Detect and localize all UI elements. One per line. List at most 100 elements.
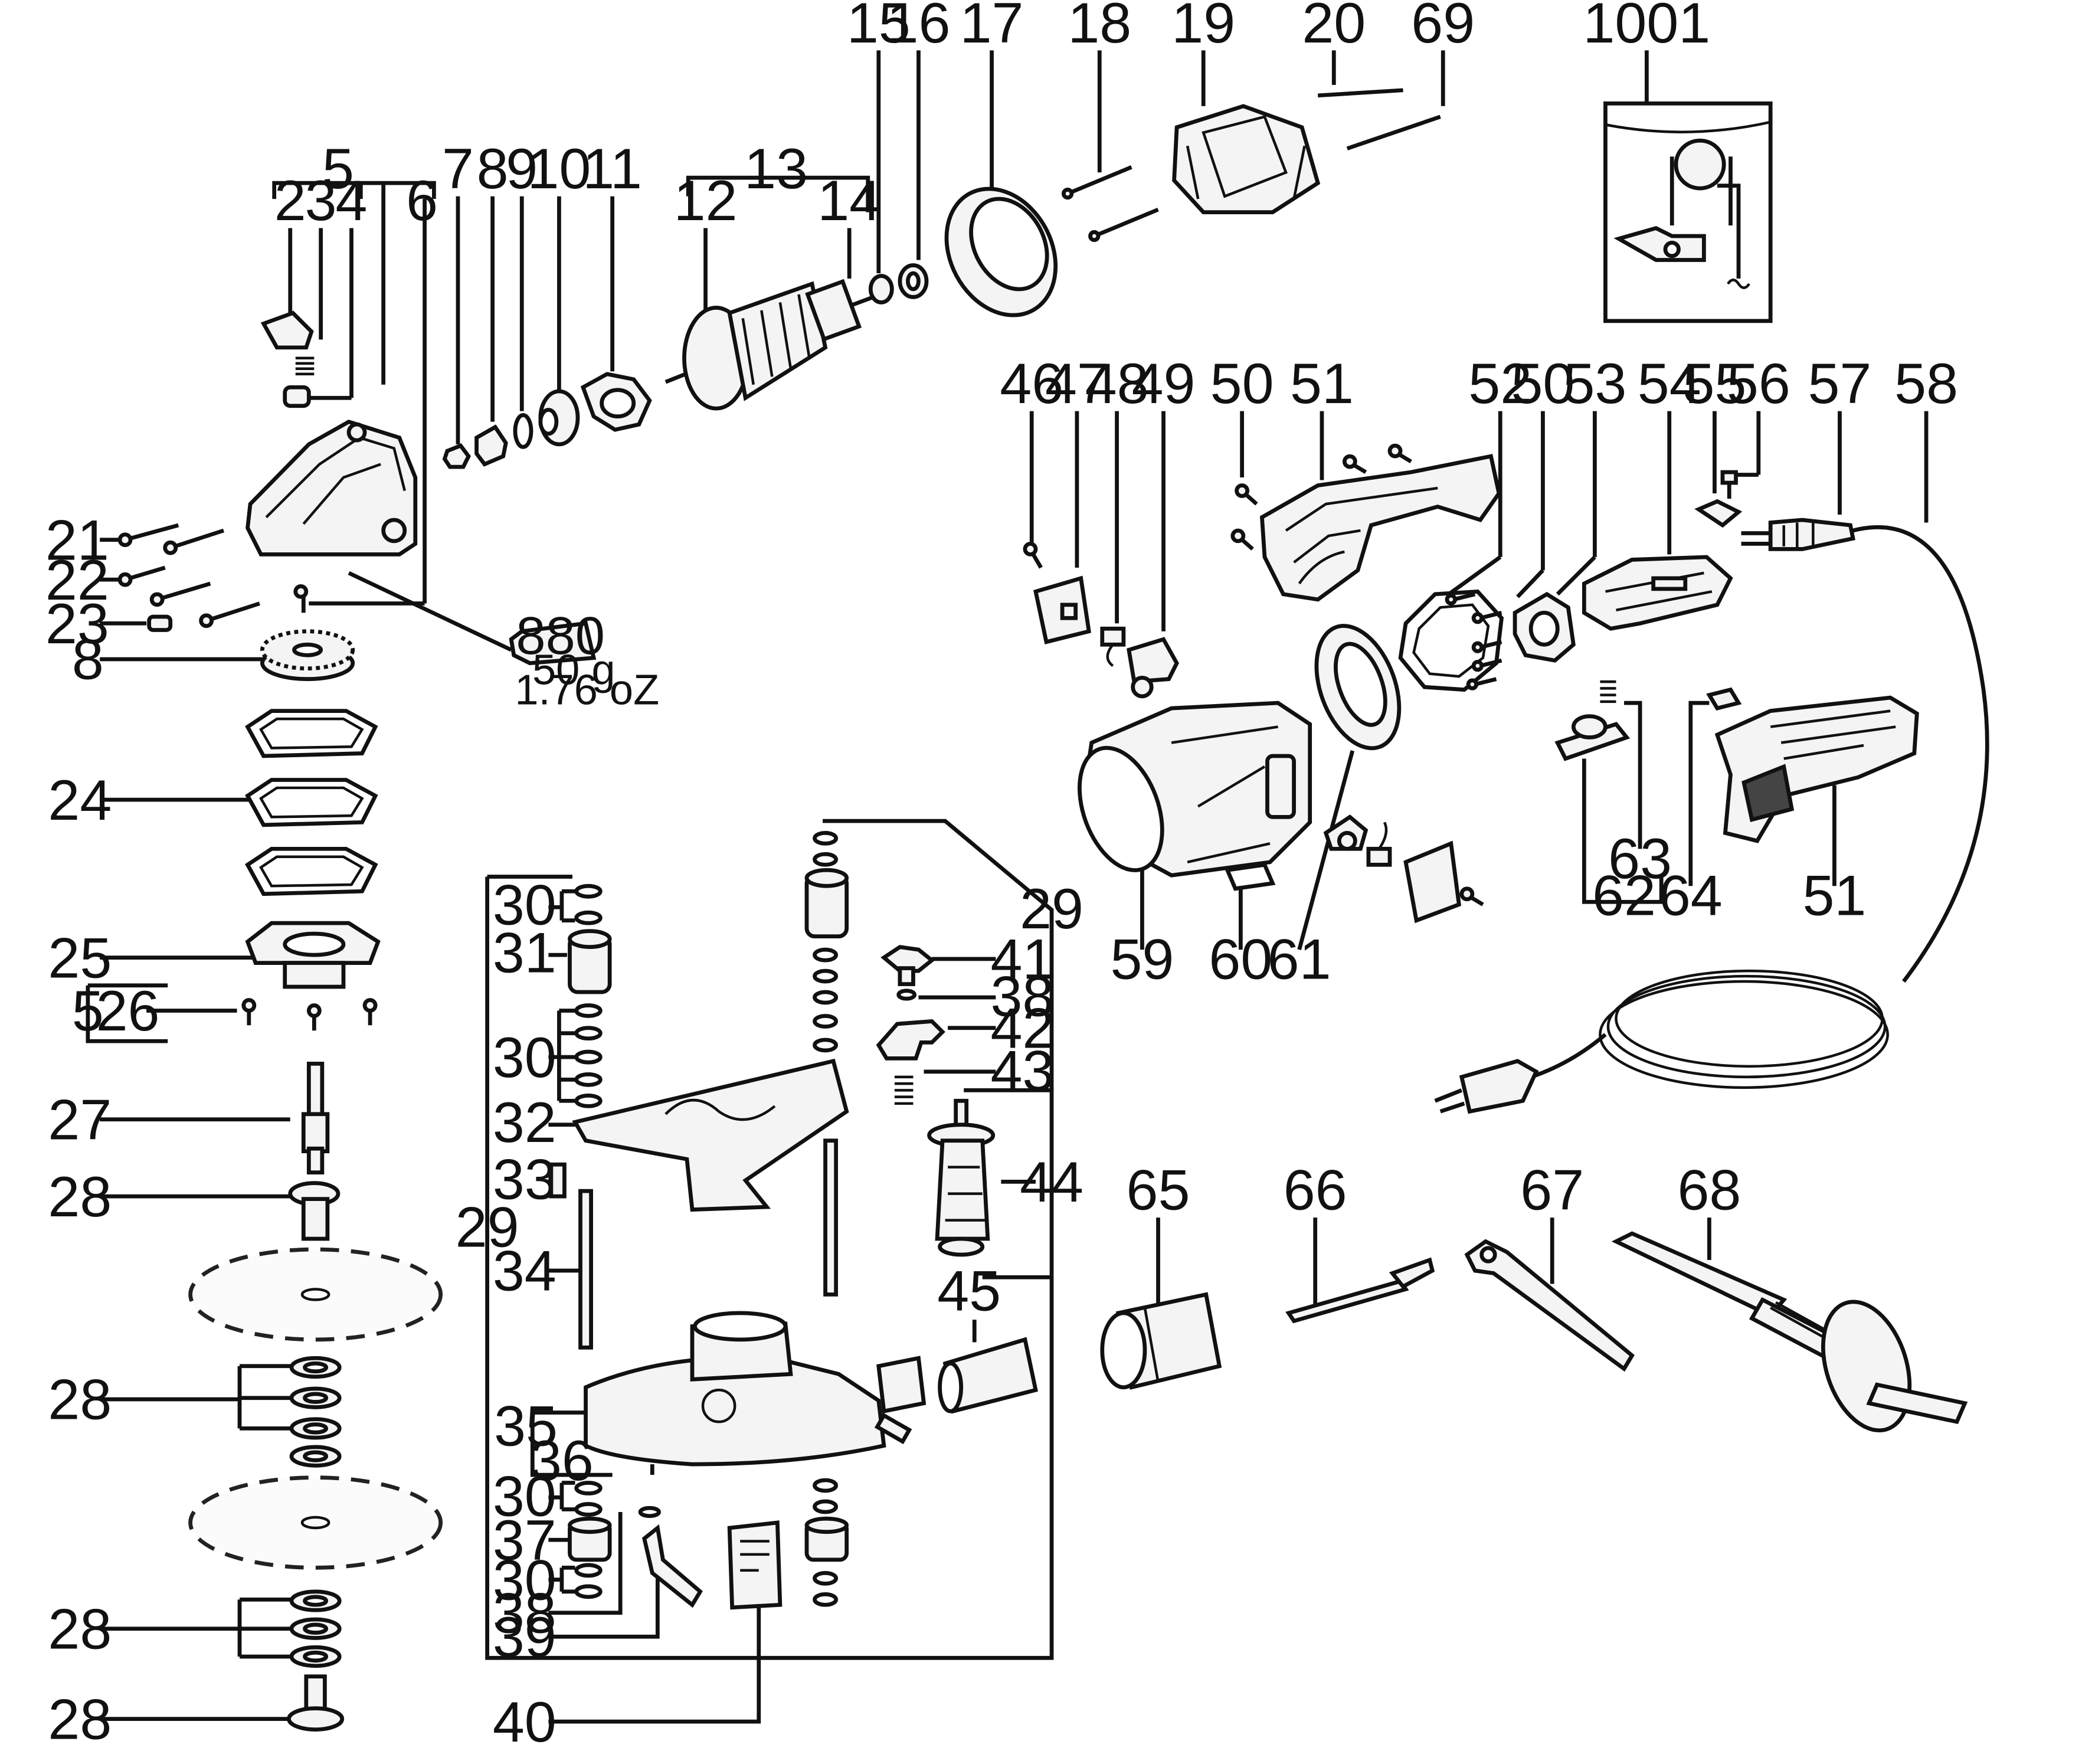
callout-3: 3	[305, 168, 337, 233]
part-51-handle-shell-upper	[1259, 454, 1501, 602]
callout-13: 13	[744, 136, 808, 201]
part-30-circlips-upper	[574, 883, 603, 925]
callout-62: 62	[1592, 863, 1656, 928]
callout-38b: 38	[493, 1581, 556, 1645]
part-39-depth-lever	[642, 1524, 703, 1608]
part-37-rubber-damper	[568, 1516, 612, 1562]
callout-67: 67	[1520, 1158, 1584, 1222]
part-28-support-flange	[288, 1181, 341, 1241]
callout-7: 7	[442, 136, 474, 201]
grease-code: 880	[516, 606, 605, 666]
part-51-handle-shell-lower	[1714, 695, 1919, 843]
callout-52: 52	[1468, 351, 1532, 415]
callout-21: 21	[45, 508, 109, 572]
callout-8: 8	[477, 136, 509, 201]
part-17-air-guide-ring	[944, 186, 1058, 318]
part-30-circlips-lower-b	[574, 1563, 603, 1599]
part-63-spring	[1600, 680, 1616, 703]
callout-2: 2	[274, 168, 306, 233]
callout-39: 39	[493, 1605, 556, 1669]
callout-17: 17	[960, 0, 1024, 55]
part-7-nut	[442, 443, 471, 469]
grease-tube-880: 880	[509, 606, 605, 666]
part-28-clamping-nut	[287, 1674, 345, 1732]
diamond-wheel-upper	[188, 1247, 443, 1342]
part-3-spring	[295, 356, 315, 376]
callout-68: 68	[1677, 1158, 1741, 1222]
callout-18: 18	[1068, 0, 1131, 55]
callout-27: 27	[48, 1088, 112, 1152]
callout-10: 10	[527, 136, 591, 201]
callout-30d: 30	[493, 1547, 556, 1612]
callout-44: 44	[1020, 1150, 1083, 1214]
part-61-stator-ring	[1314, 624, 1402, 751]
callout-48: 48	[1085, 351, 1149, 415]
callout-6: 6	[406, 168, 438, 233]
part-52-gasket-ring	[1398, 589, 1504, 692]
callout-28d: 28	[48, 1687, 112, 1751]
diamond-wheel-lower	[188, 1475, 443, 1570]
part-18-stator-screws	[1061, 165, 1159, 243]
callout-50a: 50	[1210, 351, 1274, 415]
part-50-screws-lower	[1445, 592, 1502, 690]
part-1001-wiring-diagram	[1603, 101, 1773, 323]
callout-30b: 30	[493, 1025, 556, 1089]
callout-51b: 51	[1802, 863, 1866, 928]
part-2-lock-button	[260, 310, 314, 350]
grease-weight: 50 g	[532, 647, 615, 694]
part-57-cable-sleeve	[1741, 518, 1855, 551]
callout-51a: 51	[1290, 351, 1354, 415]
callout-49: 49	[1132, 351, 1196, 415]
part-26-screws	[241, 998, 378, 1031]
callout-34: 34	[493, 1239, 556, 1303]
callout-57: 57	[1808, 351, 1872, 415]
callout-12: 12	[674, 168, 738, 233]
callout-24: 24	[48, 768, 112, 832]
gear-housing	[245, 420, 418, 557]
housing-screws	[117, 523, 309, 632]
right-lower-damper-stack	[804, 1478, 849, 1607]
part-9-washer	[513, 413, 533, 449]
callout-64: 64	[1659, 863, 1723, 928]
callout-35: 35	[494, 1394, 558, 1458]
part-48-carbon-brush	[1100, 626, 1126, 667]
part-40-instruction-label	[727, 1520, 783, 1610]
part-69-connecting-wire	[1346, 114, 1441, 150]
callout-63: 63	[1608, 826, 1672, 891]
callout-65: 65	[1127, 1158, 1190, 1222]
part-35-guard-hood	[584, 1311, 927, 1475]
part-47-brush-cover	[1033, 575, 1092, 644]
part-60-label	[1224, 862, 1276, 891]
callout-23: 23	[45, 591, 109, 656]
callout-30a: 30	[493, 873, 556, 937]
callout-29b: 29	[456, 1195, 519, 1259]
callout-15: 15	[847, 0, 911, 55]
callout-14: 14	[817, 168, 881, 233]
callout-19: 19	[1171, 0, 1235, 55]
callout-29a: 29	[1020, 876, 1083, 941]
part-55-clamp	[1694, 499, 1743, 528]
part-42-clamping-lever	[876, 1019, 945, 1061]
callout-58: 58	[1894, 351, 1958, 415]
brush-holder-lower	[1323, 814, 1484, 924]
callout-33: 33	[493, 1147, 556, 1212]
callout-43: 43	[990, 1039, 1054, 1103]
callout-40: 40	[493, 1690, 556, 1754]
part-32-support-bracket	[572, 1058, 849, 1212]
part-30-circlips-lower-a	[574, 1481, 603, 1517]
part-64-clip	[1706, 687, 1742, 711]
part-49-brush-holder	[1127, 637, 1179, 699]
part-12-armature	[664, 279, 874, 411]
callout-8a: 8	[72, 627, 104, 692]
callout-46: 46	[1000, 351, 1063, 415]
callout-9: 9	[506, 136, 538, 201]
part-27-spindle	[301, 1062, 330, 1175]
part-43-spring	[894, 1075, 914, 1105]
callout-56: 56	[1727, 351, 1790, 415]
callout-50b: 50	[1511, 351, 1574, 415]
part-16-bearing	[898, 263, 929, 299]
part-54-electronics-switch	[1582, 555, 1733, 631]
callout-60: 60	[1209, 927, 1272, 991]
part-30-circlips-middle	[574, 1003, 603, 1108]
